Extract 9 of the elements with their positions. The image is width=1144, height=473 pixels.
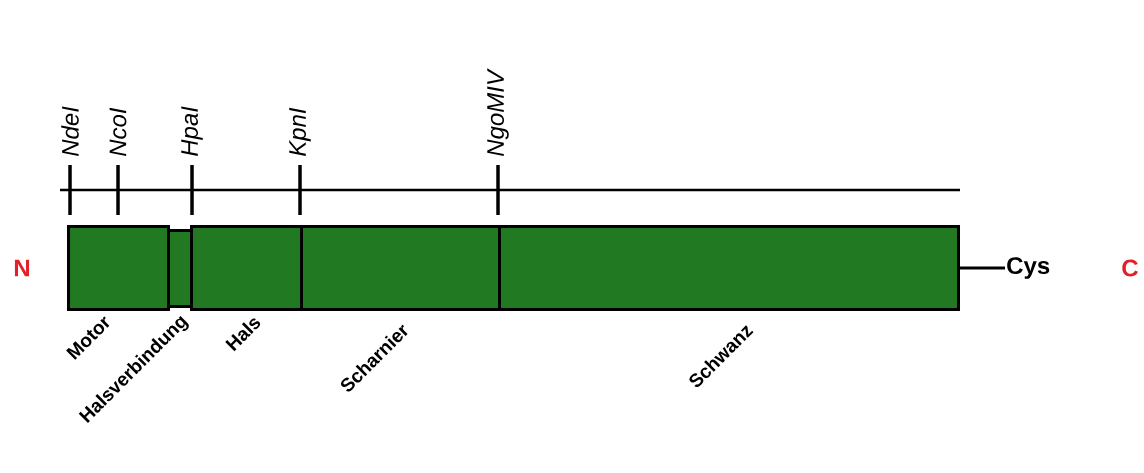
site-label: KpnI (289, 107, 311, 157)
site-label: HpaI (181, 106, 203, 157)
site-label: NcoI (109, 107, 127, 157)
terminus-label: C (1122, 259, 1138, 277)
terminal-residue: Cys (1007, 257, 1050, 279)
site-label: NgoMIV (487, 68, 509, 157)
site-label: NdeI (61, 106, 79, 157)
connector-line (960, 266, 1005, 270)
terminus-label: N (14, 259, 30, 277)
